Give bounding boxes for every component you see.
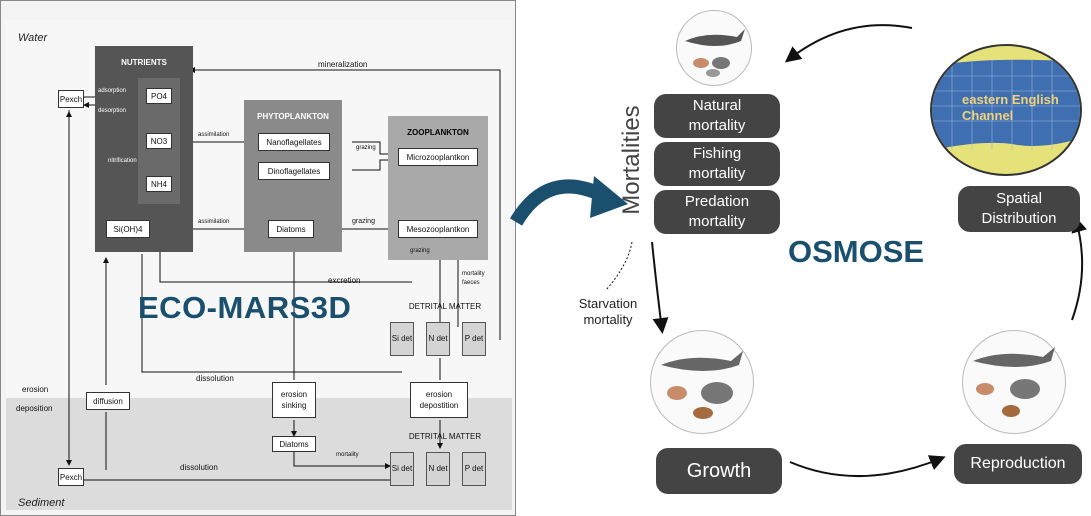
diatoms-box: Diatoms	[268, 220, 314, 238]
adsorption-label: adsorption	[98, 88, 127, 94]
dissolution-bottom-label: dissolution	[180, 463, 218, 472]
map-label: eastern English Channel	[962, 92, 1059, 123]
p-det-top: P det	[462, 322, 486, 356]
transition-arrow-icon	[509, 176, 628, 226]
assimilation-bottom-label: assimilation	[198, 219, 230, 225]
grazing-label-1: grazing	[356, 145, 376, 151]
grazing-label-2: grazing	[352, 218, 375, 225]
erosion-depostition-box: erosion depostition	[410, 382, 468, 418]
mortalities-label: Mortalities	[618, 105, 645, 215]
diffusion-box: diffusion	[86, 392, 130, 410]
deposition-label: deposition	[16, 404, 53, 413]
mineralization-label: mineralization	[318, 60, 368, 69]
fishing-mortality-box: Fishing mortality	[654, 142, 780, 186]
si-det-bottom: Si det	[390, 452, 414, 486]
desorption-label: desorption	[98, 108, 127, 114]
predation-mortality-box: Predation mortality	[654, 190, 780, 234]
nutrients-header: NUTRIENTS	[121, 58, 167, 67]
zooplankton-header: ZOOPLANKTON	[407, 128, 469, 137]
map-icon	[932, 59, 1080, 150]
osmose-cycle-arrows	[605, 24, 1087, 478]
phytoplankton-header: PHYTOPLANKTON	[257, 112, 329, 121]
ecomars-title: ECO-MARS3D	[138, 290, 352, 325]
sediment-label: Sediment	[18, 497, 65, 509]
dinoflagellates-box: Dinoflagellates	[258, 162, 330, 180]
fish-circle-top	[676, 10, 752, 86]
n-det-top: N det	[426, 322, 450, 356]
starvation-mortality-label: Starvation mortality	[578, 296, 638, 327]
fish-group-icon	[661, 351, 743, 419]
mortality-label: mortality	[336, 452, 359, 458]
microzooplankton-box: Microzooplantkon	[398, 148, 478, 166]
assimilation-top-label: assimilation	[198, 132, 230, 138]
fish-circle-reproduction	[962, 330, 1066, 434]
pexch-top-box: Pexch	[58, 90, 84, 108]
erosion-label: erosion	[22, 385, 49, 394]
diatoms-sediment-box: Diatoms	[272, 436, 316, 452]
excretion-label: excretion	[328, 276, 361, 285]
osmose-title: OSMOSE	[788, 234, 925, 269]
pexch-bottom-box: Pexch	[58, 468, 84, 486]
dissolution-top-label: dissolution	[196, 374, 234, 383]
p-det-bottom: P det	[462, 452, 486, 486]
nh4-box: NH4	[146, 176, 172, 192]
channel-map	[930, 44, 1082, 176]
mortalities-vertical-wrap: Mortalities	[612, 94, 648, 234]
si-det-top: Si det	[390, 322, 414, 356]
fish-circle-growth	[650, 330, 754, 434]
grazing-label-3: grazing	[410, 248, 430, 254]
detrital-top-header: DETRITAL MATTER	[408, 302, 482, 311]
shark-icon	[685, 29, 745, 77]
po4-box: PO4	[146, 88, 172, 104]
sioh4-box: Si(OH)4	[106, 220, 150, 238]
nitrification-label: nitrification	[108, 158, 137, 164]
mesozooplankton-box: Mesozooplantkon	[398, 220, 478, 238]
growth-box: Growth	[656, 448, 782, 494]
nanoflagellates-box: Nanoflagellates	[258, 133, 330, 151]
spatial-distribution-box: Spatial Distribution	[958, 186, 1080, 232]
zooplankton-box	[388, 116, 488, 260]
water-label: Water	[18, 32, 48, 44]
natural-mortality-box: Natural mortality	[654, 94, 780, 138]
mortality-faeces-label: mortality faeces	[462, 271, 485, 286]
n-det-bottom: N det	[426, 452, 450, 486]
erosion-sinking-box: erosion sinking	[272, 382, 316, 418]
reproduction-box: Reproduction	[954, 444, 1082, 484]
no3-box: NO3	[146, 133, 172, 149]
detrital-bottom-header: DETRITAL MATTER	[408, 432, 482, 441]
fish-group-icon-2	[973, 347, 1055, 417]
